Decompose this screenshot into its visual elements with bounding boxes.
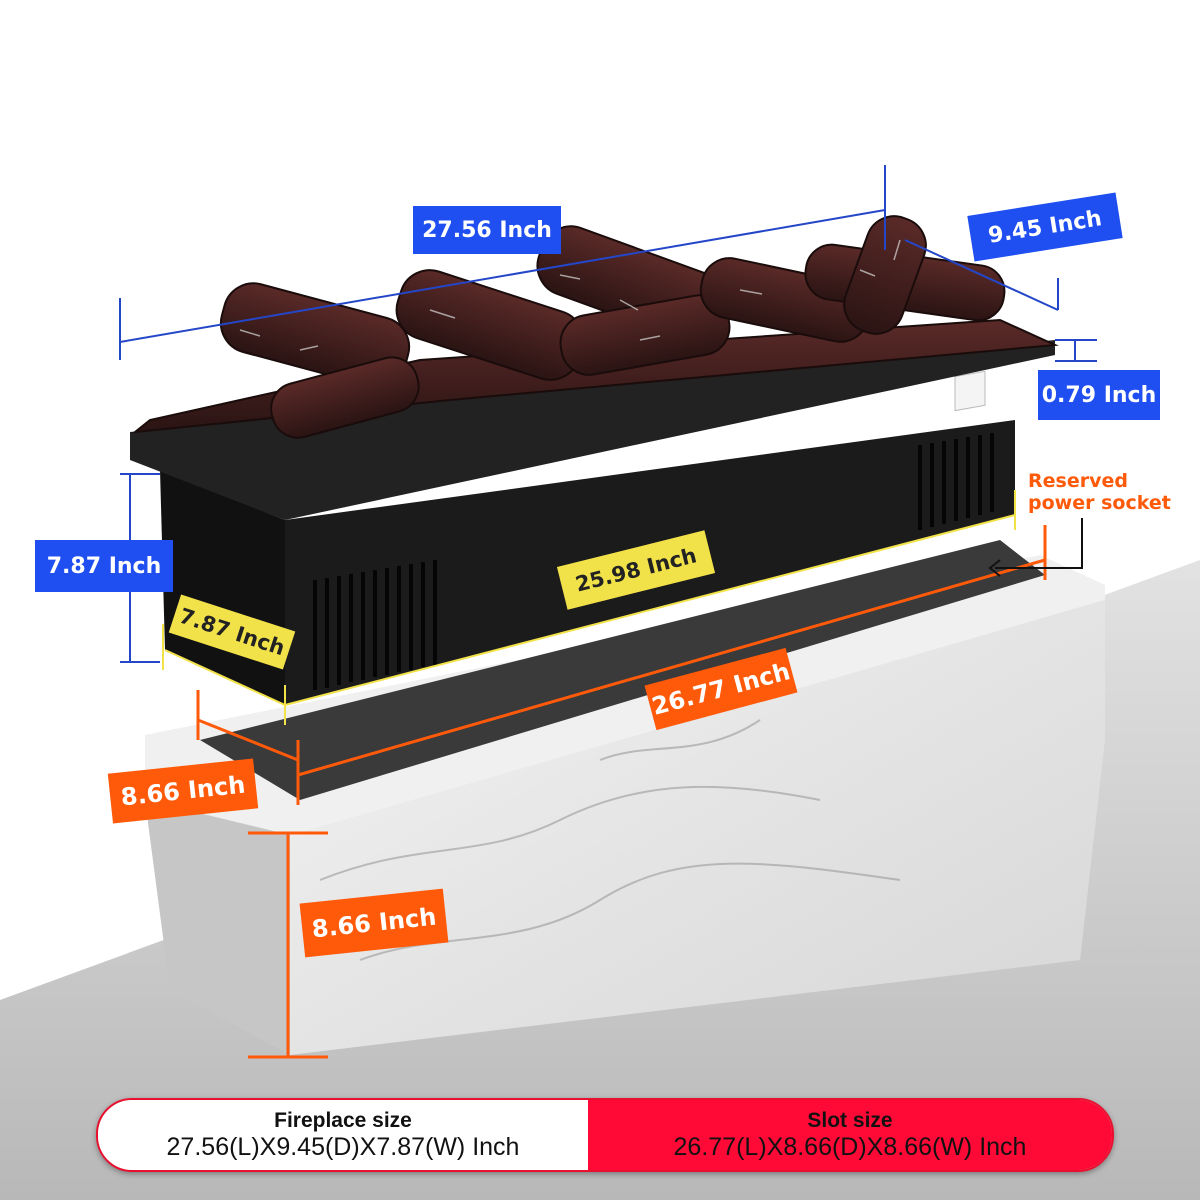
slot-size-panel: Slot size 26.77(L)X8.66(D)X8.66(W) Inch — [588, 1100, 1112, 1170]
socket-pointer-line — [995, 518, 1083, 569]
socket-note-line2: power socket — [1028, 492, 1171, 514]
fireplace-size-title: Fireplace size — [274, 1108, 412, 1132]
length-top-label: 27.56 Inch — [413, 206, 561, 254]
lip-height-label: 0.79 Inch — [1038, 370, 1160, 420]
blue-dimension-lines — [119, 165, 1097, 663]
orange-dimension-lines — [196, 525, 1047, 1059]
socket-arrow-icon — [988, 559, 1001, 577]
fireplace-size-value: 27.56(L)X9.45(D)X7.87(W) Inch — [166, 1132, 520, 1161]
size-summary-bar: Fireplace size 27.56(L)X9.45(D)X7.87(W) … — [96, 1098, 1114, 1172]
height-left-label: 7.87 Inch — [35, 540, 173, 592]
log-bed — [131, 215, 1059, 439]
slot-size-title: Slot size — [807, 1108, 893, 1132]
yellow-dimension-lines — [162, 490, 1016, 725]
slot-size-value: 26.77(L)X8.66(D)X8.66(W) Inch — [673, 1132, 1027, 1161]
slot-opening — [200, 540, 1045, 800]
vent-left — [313, 560, 437, 690]
marble-block-front — [290, 600, 1105, 1055]
vent-right — [918, 433, 994, 530]
socket-note-line1: Reserved — [1028, 470, 1128, 492]
marble-block-side — [145, 800, 290, 1055]
socket-note: Reserved power socket — [1028, 470, 1171, 514]
fireplace-top-lip — [130, 340, 1055, 520]
power-socket — [954, 370, 986, 412]
fireplace-size-panel: Fireplace size 27.56(L)X9.45(D)X7.87(W) … — [98, 1100, 588, 1170]
